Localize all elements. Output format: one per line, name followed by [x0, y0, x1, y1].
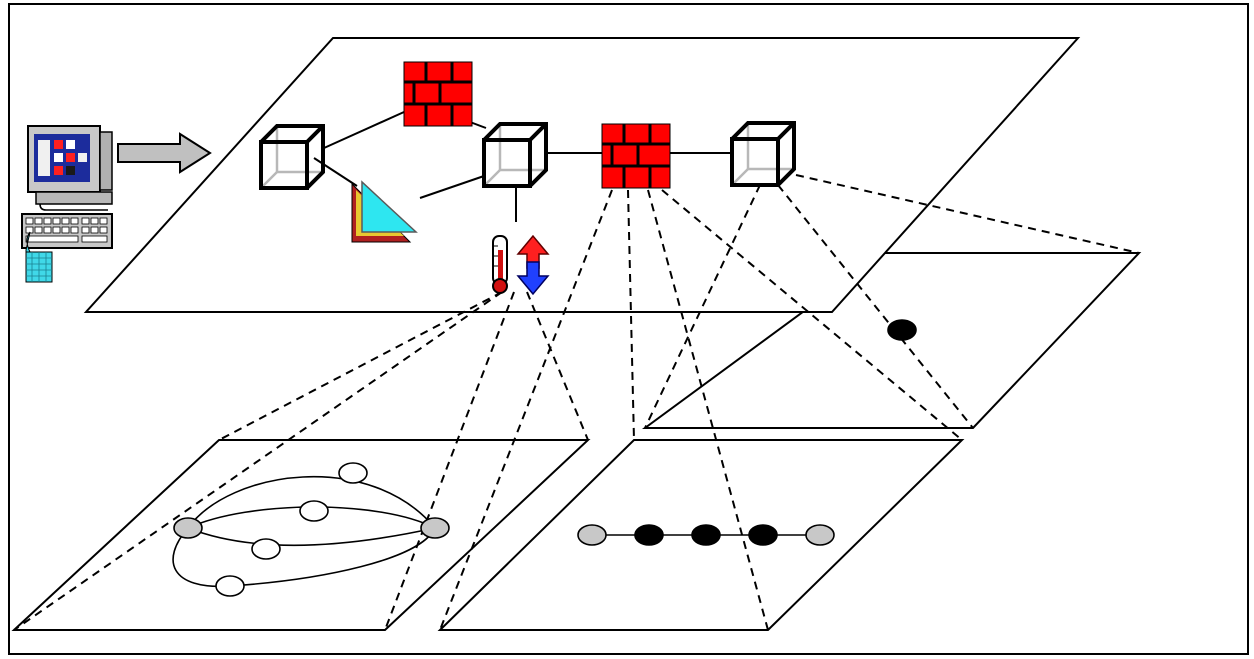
- chain-network: [577, 524, 835, 546]
- ring-node[interactable]: [338, 462, 368, 484]
- switch-cube-right[interactable]: [730, 121, 796, 187]
- up-down-arrow-icon: [516, 234, 550, 296]
- firewall-projection-lines: [439, 189, 963, 631]
- firewall-right[interactable]: [601, 123, 671, 189]
- computer-terminal[interactable]: [21, 125, 113, 283]
- chain-node-active[interactable]: [691, 524, 721, 546]
- switch-cube-icon: [259, 124, 325, 190]
- switch-cube-icon: [730, 121, 796, 187]
- ring-node[interactable]: [215, 575, 245, 597]
- switch-cube-left[interactable]: [259, 124, 325, 190]
- switch-cube-center[interactable]: [482, 122, 548, 188]
- thermometer-icon: [492, 235, 508, 294]
- firewall-top[interactable]: [403, 61, 473, 127]
- chain-node-active[interactable]: [748, 524, 778, 546]
- ring-node-edge-right[interactable]: [420, 517, 450, 539]
- chain-node-active[interactable]: [634, 524, 664, 546]
- right-plane-node-active[interactable]: [887, 319, 917, 341]
- ring-node-edge-left[interactable]: [173, 517, 203, 539]
- switch-projection-lines: [644, 174, 1140, 429]
- top-plane: [83, 37, 1081, 313]
- input-arrow: [117, 132, 212, 174]
- ring-network: [172, 462, 450, 597]
- ring-node[interactable]: [299, 500, 329, 522]
- computer-terminal-icon: [21, 125, 113, 283]
- lower-left-plane: [11, 439, 591, 631]
- top-plane-links: [313, 111, 732, 222]
- firewall-icon: [601, 123, 671, 189]
- wedge-device-icon: [351, 180, 418, 243]
- wedge-device[interactable]: [351, 180, 418, 243]
- ring-node[interactable]: [251, 538, 281, 560]
- right-arrow-icon: [117, 132, 212, 174]
- sensor-projection-lines: [13, 291, 589, 631]
- firewall-icon: [403, 61, 473, 127]
- chain-node-edge-right[interactable]: [805, 524, 835, 546]
- chain-node-edge-left[interactable]: [577, 524, 607, 546]
- switch-cube-icon: [482, 122, 548, 188]
- sensor-group[interactable]: [492, 234, 550, 296]
